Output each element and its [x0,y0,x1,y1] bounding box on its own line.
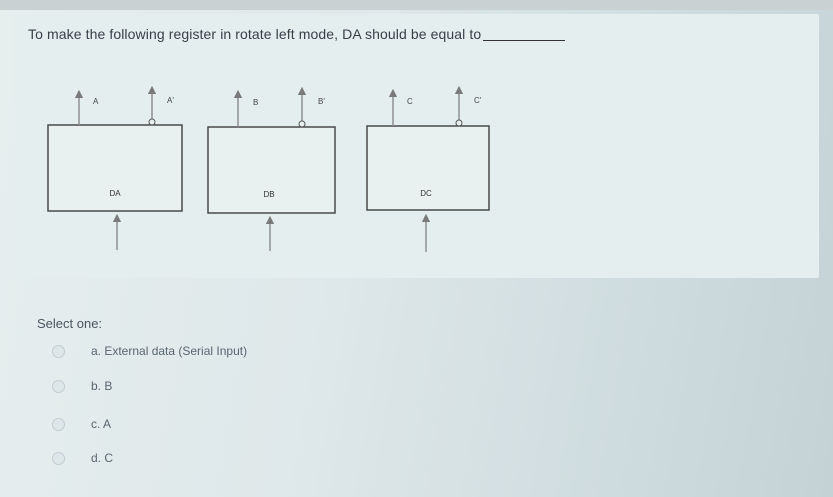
register-da-label: DA [109,189,121,198]
output-c-prime-label: C' [474,96,482,105]
output-c-prime-bubble [455,119,463,127]
output-a-prime-label: A' [167,96,174,105]
register-dc-label: DC [420,189,432,198]
option-b-label: b. B [91,379,113,393]
register-db-label: DB [263,190,274,199]
option-d[interactable]: d. C [52,448,113,468]
option-b[interactable]: b. B [52,376,112,396]
option-c-label: c. A [91,417,112,431]
register-db-box [207,126,336,214]
select-one-label: Select one: [37,316,103,331]
register-da-box [47,124,183,212]
option-d-label: d. C [91,451,114,465]
option-a-radio[interactable] [52,344,65,358]
option-c-radio[interactable] [52,417,65,431]
question-label: To make the following register in rotate… [28,26,482,42]
output-c-label: C [407,97,413,106]
output-a-label: A [93,97,99,106]
option-c[interactable]: c. A [52,414,111,434]
register-dc-box [366,125,490,211]
output-a-prime-bubble [148,118,156,126]
option-a-label: a. External data (Serial Input) [91,344,248,358]
register-db: DB B B' [207,86,336,251]
output-b-prime-bubble [298,120,306,128]
answer-blank [483,40,566,41]
option-a[interactable]: a. External data (Serial Input) [52,341,247,361]
register-da: DA A A' [47,85,183,250]
option-d-radio[interactable] [52,451,65,465]
output-b-label: B [253,98,258,107]
question-text: To make the following register in rotate… [28,26,566,42]
output-b-prime-label: B' [318,97,325,106]
option-b-radio[interactable] [52,379,65,393]
top-strip [0,0,833,10]
register-dc: DC C C' [366,85,490,252]
